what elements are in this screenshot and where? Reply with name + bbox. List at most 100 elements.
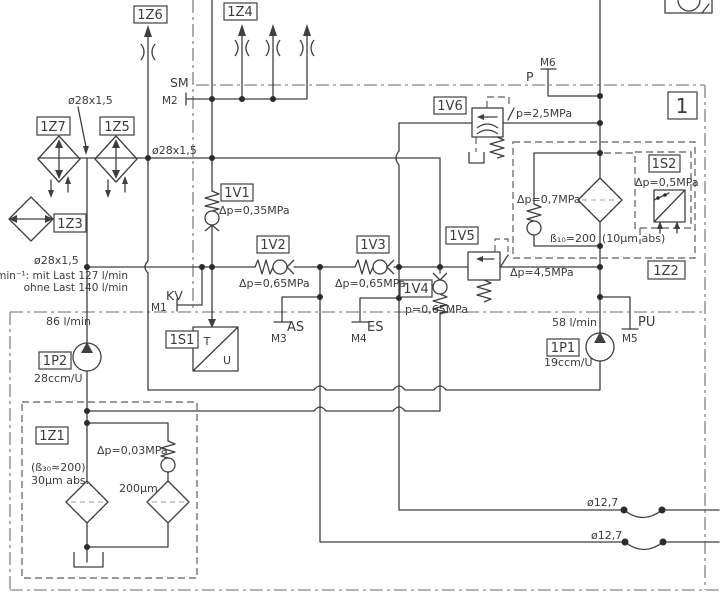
pipe-d28-label: ø28x1,5 [68, 94, 113, 107]
m1-port-line [176, 266, 203, 312]
pump2-flow: 86 l/min [46, 315, 91, 328]
switch-pilot-lines [604, 152, 641, 244]
label-text: 1Z5 [104, 120, 129, 135]
label-text: 1Z2 [653, 264, 678, 279]
arrow-left-icon [9, 215, 17, 223]
pipe-d28-label: ø28x1,5 [152, 144, 197, 157]
label-text: 1Z7 [40, 120, 65, 135]
arrow-up-icon [269, 24, 277, 36]
label-text: 1P1 [551, 341, 575, 356]
port-p: P [526, 69, 534, 84]
pilot-line [486, 96, 510, 108]
valve-body [471, 107, 504, 138]
label-text: 1Z6 [137, 8, 162, 23]
filter-diamond [94, 135, 138, 183]
label-1s1: 1S1 [165, 330, 199, 349]
z1-bypass-setting: Δp=0,03MPa [97, 444, 168, 457]
air-filter-1z7 [37, 135, 81, 198]
arrow-down-icon [208, 319, 216, 328]
spring-icon [476, 279, 492, 303]
pipe-size-labels: ø28x1,5 ø28x1,5 ø28x1,5 ø12,7 ø12,7 [34, 94, 622, 542]
port-m2: M2 [162, 95, 178, 107]
label-1z1: 1Z1 [35, 426, 69, 445]
label-1v2: 1V2 [256, 235, 290, 254]
z2-beta-rating: ß₁₀=200 [550, 232, 596, 245]
label-1p2: 1P2 [38, 351, 72, 370]
label-1v6: 1V6 [433, 96, 467, 115]
arrow-down-icon [112, 170, 120, 179]
es-port-tee [351, 297, 400, 323]
label-1v1: 1V1 [220, 183, 254, 202]
arrow-up-icon [144, 25, 152, 37]
ball-icon [272, 259, 288, 275]
pump-1p1 [585, 332, 615, 362]
label-1z3: 1Z3 [53, 213, 87, 233]
switch-diagonal [654, 190, 685, 222]
flow-direction-icon [594, 332, 606, 343]
arrow-down-icon [83, 146, 89, 155]
air-filter-1z5 [94, 135, 138, 198]
contact-line [653, 192, 670, 201]
label-1v4: 1V4 [399, 279, 433, 298]
leader-line [77, 106, 87, 148]
m6-port-line [540, 68, 601, 97]
pilot-line [494, 238, 509, 252]
filter-assembly-1z2 [512, 141, 696, 259]
speed-load-text: 1700 min⁻¹: mit Last 127 l/min [0, 270, 128, 282]
cutoff-component [664, 0, 713, 14]
as-port-tee [273, 296, 321, 323]
switch-outline [634, 151, 692, 229]
sheet-number-text: 1 [676, 94, 689, 118]
label-1z6: 1Z6 [133, 5, 168, 24]
pump-1p2 [72, 342, 102, 372]
port-kv: KV [166, 288, 183, 303]
label-1z7: 1Z7 [36, 116, 71, 136]
contact-dot [663, 193, 667, 197]
breather-icon [265, 39, 281, 57]
pipe-d12-label: ø12,7 [587, 496, 618, 509]
breather-1z4 [234, 24, 315, 57]
label-1z2: 1Z2 [647, 260, 686, 280]
arrow-down-icon [105, 190, 111, 198]
hose-lower [624, 541, 664, 551]
check-valve-1v2 [254, 259, 295, 275]
label-1v5: 1V5 [445, 226, 479, 245]
breather-icon [299, 39, 315, 57]
seat-icon [386, 259, 395, 275]
spring-icon [354, 259, 374, 275]
v4-setting: p=0,65MPa [405, 303, 468, 316]
value-annotations: Δp=0,35MPa Δp=0,65MPa Δp=0,65MPa p=0,65M… [31, 107, 699, 495]
junction-dots [84, 93, 667, 550]
sensor-diagonal [193, 327, 238, 371]
strainer-diamond [146, 480, 190, 524]
label-text: 1P2 [43, 354, 67, 369]
port-as: AS [287, 320, 304, 335]
spring-icon [254, 259, 274, 275]
z1-strainer-rating: 200µm [119, 482, 158, 495]
flow-annotations: 1700 min⁻¹: mit Last 127 l/min ohne Last… [0, 270, 597, 385]
vent-stems [107, 179, 126, 193]
component-body [664, 0, 713, 14]
tank-icon [73, 552, 104, 568]
label-text: 1Z3 [57, 217, 82, 232]
m5-port-line [599, 296, 639, 330]
tank-icon [468, 152, 485, 164]
z2-micron-rating: (10µm abs) [602, 232, 665, 245]
v2-setting: Δp=0,65MPa [239, 277, 310, 290]
arrow-up-icon [674, 221, 680, 229]
label-1s2: 1S2 [648, 154, 681, 173]
label-text: 1V6 [437, 99, 462, 114]
filter-diamond [37, 135, 81, 183]
pipework [37, 0, 720, 563]
pipe-d12-label: ø12,7 [591, 529, 622, 542]
label-1p1: 1P1 [546, 338, 580, 357]
temp-sensor-1s1: T U [192, 319, 239, 372]
s2-setting: Δp=0,5MPa [635, 176, 699, 189]
z4-collector-line [185, 35, 308, 106]
arrow-up-icon [122, 176, 128, 184]
pump1-flow: 58 l/min [552, 316, 597, 329]
filter-assembly-1z1 [21, 401, 198, 579]
pipe-label-leader [77, 106, 89, 155]
label-text: 1V5 [449, 229, 474, 244]
